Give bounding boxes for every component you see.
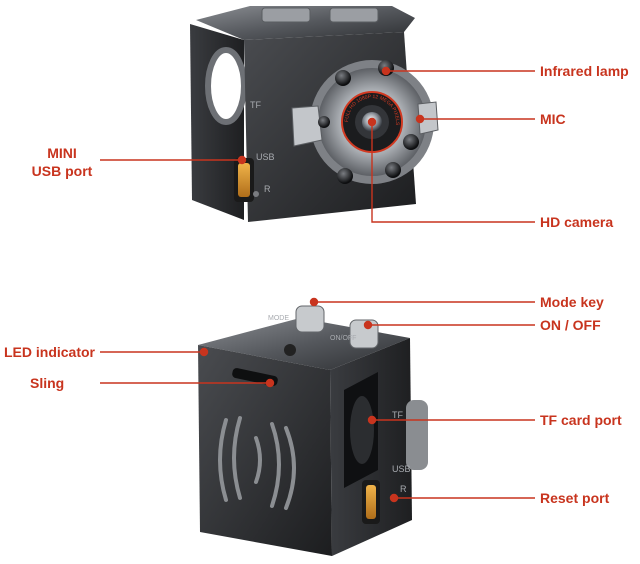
label-hd-camera: HD camera <box>540 214 614 230</box>
engraving-reset-bottom: R <box>400 484 407 494</box>
label-mini-usb-line1: MINI <box>47 145 77 161</box>
label-mic: MIC <box>540 111 566 127</box>
top-camera <box>190 6 439 222</box>
callout-lines <box>100 66 535 503</box>
engraving-onoff: ON/OFF <box>330 335 356 342</box>
label-tf-card-port: TF card port <box>540 412 622 428</box>
engraving-usb-bottom: USB <box>392 464 411 474</box>
engravings: TF USB R TF USB R MODE ON/OFF <box>250 100 411 494</box>
engraving-usb-top: USB <box>256 152 275 162</box>
label-reset-port: Reset port <box>540 490 610 506</box>
label-mini-usb-line2: USB port <box>31 163 93 179</box>
label-on-off: ON / OFF <box>540 317 601 333</box>
bottom-camera <box>198 305 428 556</box>
engraving-tf-bottom: TF <box>392 410 403 420</box>
label-sling: Sling <box>30 375 65 391</box>
engraving-reset-top: R <box>264 184 271 194</box>
label-led-indicator: LED indicator <box>4 344 96 360</box>
engraving-tf-top: TF <box>250 100 261 110</box>
label-mini-usb-port: MINI USB port <box>24 144 100 180</box>
engraving-mode: MODE <box>268 315 289 322</box>
label-mode-key: Mode key <box>540 294 604 310</box>
label-infrared-lamp: Infrared lamp <box>540 63 629 79</box>
